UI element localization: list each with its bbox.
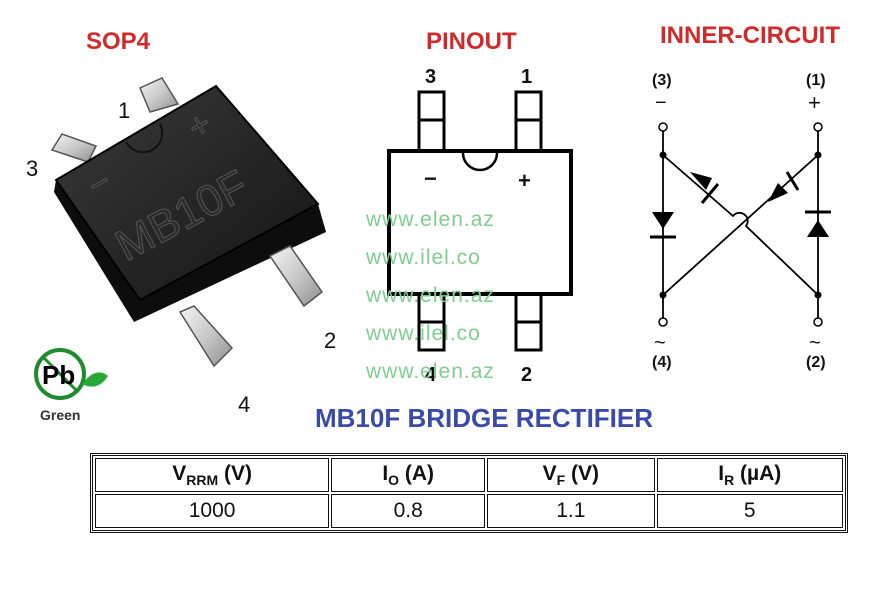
pin-4-leg [178, 305, 234, 368]
sop4-package: MB10F + − [50, 77, 326, 368]
pinout-pin2-number: 2 [521, 364, 533, 386]
pinout-pin4-number: 4 [425, 364, 437, 386]
pinout-diagram [387, 90, 573, 352]
cross-wire-a [662, 154, 819, 296]
watermark-text: www.elen.az [366, 284, 495, 307]
junction-dot [659, 151, 667, 159]
package-pin-3-label: 3 [26, 156, 39, 181]
terminal-2 [813, 317, 823, 327]
table-header-row: VRRM (V) IO (A) VF (V) IR (µA) [95, 458, 843, 492]
badge-slash [42, 356, 80, 394]
watermark-text: www.ilel.co [366, 322, 481, 345]
junction-dot [659, 291, 667, 299]
inner-p3-sign: − [655, 92, 667, 114]
terminal-1 [813, 122, 823, 132]
inner-p1-label: (1) [806, 72, 826, 89]
watermark-text: www.elen.az [366, 208, 495, 231]
pin-1-leg [139, 77, 180, 113]
header-vrrm: VRRM (V) [95, 458, 330, 492]
pinout-plus-mark: + [518, 168, 531, 193]
package-pin-2-label: 2 [324, 328, 337, 353]
value-ir: 5 [656, 494, 843, 528]
pinout-pin4-pad [417, 320, 446, 352]
pinout-pin1-number: 1 [521, 66, 533, 88]
package-body [54, 84, 320, 302]
pinout-heading: PINOUT [426, 28, 517, 55]
specs-table: VRRM (V) IO (A) VF (V) IR (µA) 1000 0.8 … [90, 453, 848, 533]
badge-symbol: Pb [42, 360, 75, 390]
inner-p1-sign: + [808, 90, 821, 115]
inner-p4-sign: ~ [654, 332, 666, 354]
pinout-pin2-pad [514, 320, 543, 352]
badge-label: Green [40, 407, 80, 423]
table-row: 1000 0.8 1.1 5 [95, 494, 843, 528]
value-vf: 1.1 [487, 494, 655, 528]
pin-3-leg [50, 133, 98, 163]
header-io: IO (A) [331, 458, 486, 492]
pinout-body [387, 149, 573, 296]
rectifier-title: MB10F BRIDGE RECTIFIER [314, 403, 654, 433]
pinout-minus-mark: − [424, 166, 437, 191]
inner-circuit-heading: INNER-CIRCUIT [660, 22, 840, 49]
pinout-pin3-lead [417, 118, 446, 153]
watermark-text: www.ilel.co [366, 246, 481, 269]
value-vrrm: 1000 [95, 494, 330, 528]
diode-right-vertical [805, 210, 831, 237]
diode-diagonal-left [690, 172, 720, 204]
pin-2-leg [268, 245, 324, 308]
pinout-pin3-number: 3 [425, 66, 437, 88]
pinout-pin1-pad [514, 90, 543, 122]
junction-dot [814, 291, 822, 299]
header-ir: IR (µA) [656, 458, 843, 492]
inner-p2-sign: ~ [809, 332, 821, 354]
sop4-heading: SOP4 [86, 28, 151, 55]
inner-p3-label: (3) [652, 72, 672, 89]
diode-diagonal-right [768, 171, 800, 202]
diode-left-vertical [650, 212, 676, 239]
pinout-pin1-lead [514, 118, 543, 153]
terminal-4 [658, 317, 668, 327]
inner-p4-label: (4) [652, 354, 672, 371]
package-pin-1-label: 1 [118, 98, 131, 123]
terminal-3 [658, 122, 668, 132]
watermark-text: www.elen.az [366, 360, 495, 383]
junction-dot [814, 151, 822, 159]
package-pin-4-label: 4 [238, 392, 251, 417]
package-notch [125, 123, 164, 154]
pinout-pin3-pad [417, 90, 446, 122]
header-vf: VF (V) [487, 458, 655, 492]
inner-p2-label: (2) [806, 354, 826, 371]
pinout-notch [461, 152, 499, 172]
leaf-icon [82, 372, 108, 387]
pb-green-badge: Pb Green [34, 348, 108, 423]
value-io: 0.8 [331, 494, 486, 528]
